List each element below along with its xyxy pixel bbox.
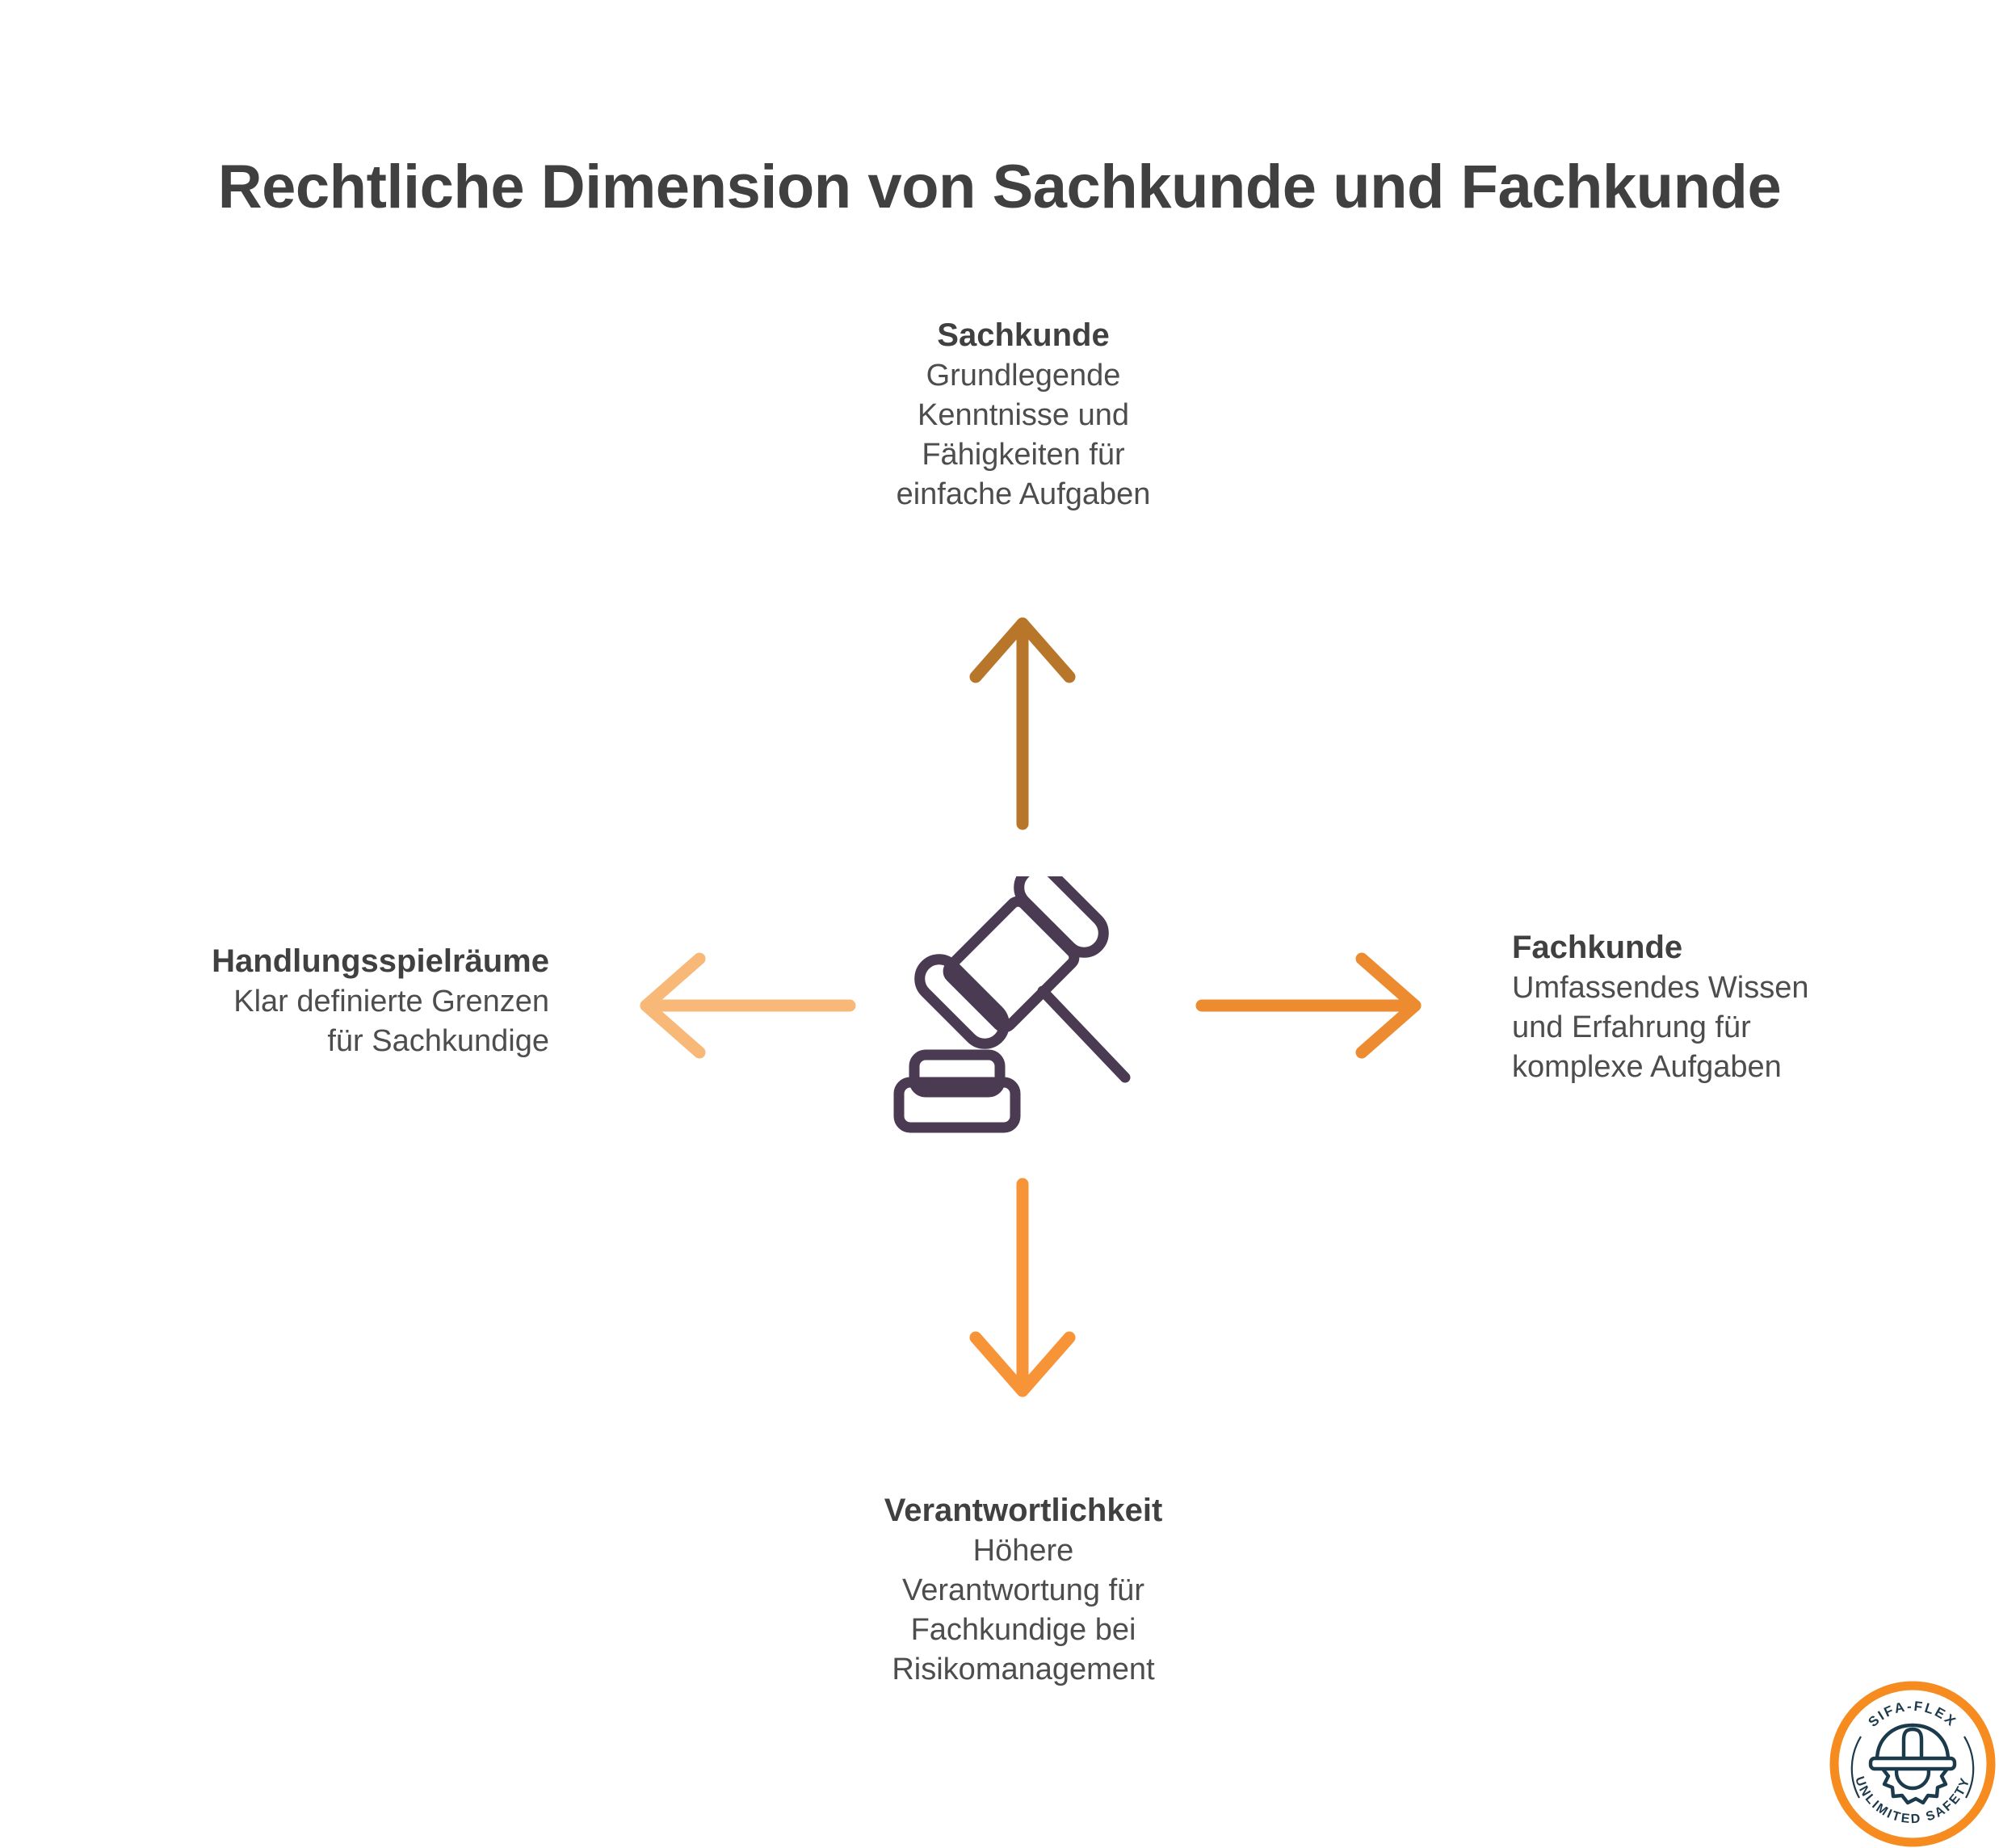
node-verantwortlichkeit-description: Höhere Verantwortung für Fachkundige bei… — [892, 1534, 1155, 1687]
arrow-down — [969, 1178, 1076, 1397]
node-fachkunde-title: Fachkunde — [1512, 930, 1683, 965]
node-handlungsspielraeume-description: Klar definierte Grenzen für Sachkundige — [233, 985, 549, 1059]
node-sachkunde-description: Grundlegende Kenntnisse und Fähigkeiten … — [896, 359, 1151, 512]
node-verantwortlichkeit: Verantwortlichkeit Höhere Verantwortung … — [716, 1490, 1330, 1690]
node-handlungsspielraeume-title: Handlungsspielräume — [212, 943, 549, 979]
logo-decorative-arcs — [1850, 1736, 1975, 1799]
arrow-right — [1195, 952, 1422, 1059]
node-fachkunde: Fachkunde Umfassendes Wissen und Erfahru… — [1512, 927, 1980, 1087]
logo-ring — [1829, 1681, 1996, 1847]
sifa-flex-logo: SIFA-FLEX UNLIMITED SAFETY — [1829, 1681, 1996, 1847]
node-handlungsspielraeume: Handlungsspielräume Klar definierte Gren… — [16, 941, 549, 1061]
node-fachkunde-description: Umfassendes Wissen und Erfahrung für kom… — [1512, 971, 1809, 1085]
arrow-left — [640, 952, 856, 1059]
node-sachkunde-title: Sachkunde — [937, 317, 1110, 353]
hard-hat-gear-icon — [1868, 1723, 1957, 1805]
page-title: Rechtliche Dimension von Sachkunde und F… — [217, 153, 1782, 221]
arrow-up — [969, 617, 1076, 830]
node-verantwortlichkeit-title: Verantwortlichkeit — [884, 1493, 1163, 1528]
gavel-icon — [893, 876, 1131, 1133]
node-sachkunde: Sachkunde Grundlegende Kenntnisse und Fä… — [716, 315, 1330, 514]
